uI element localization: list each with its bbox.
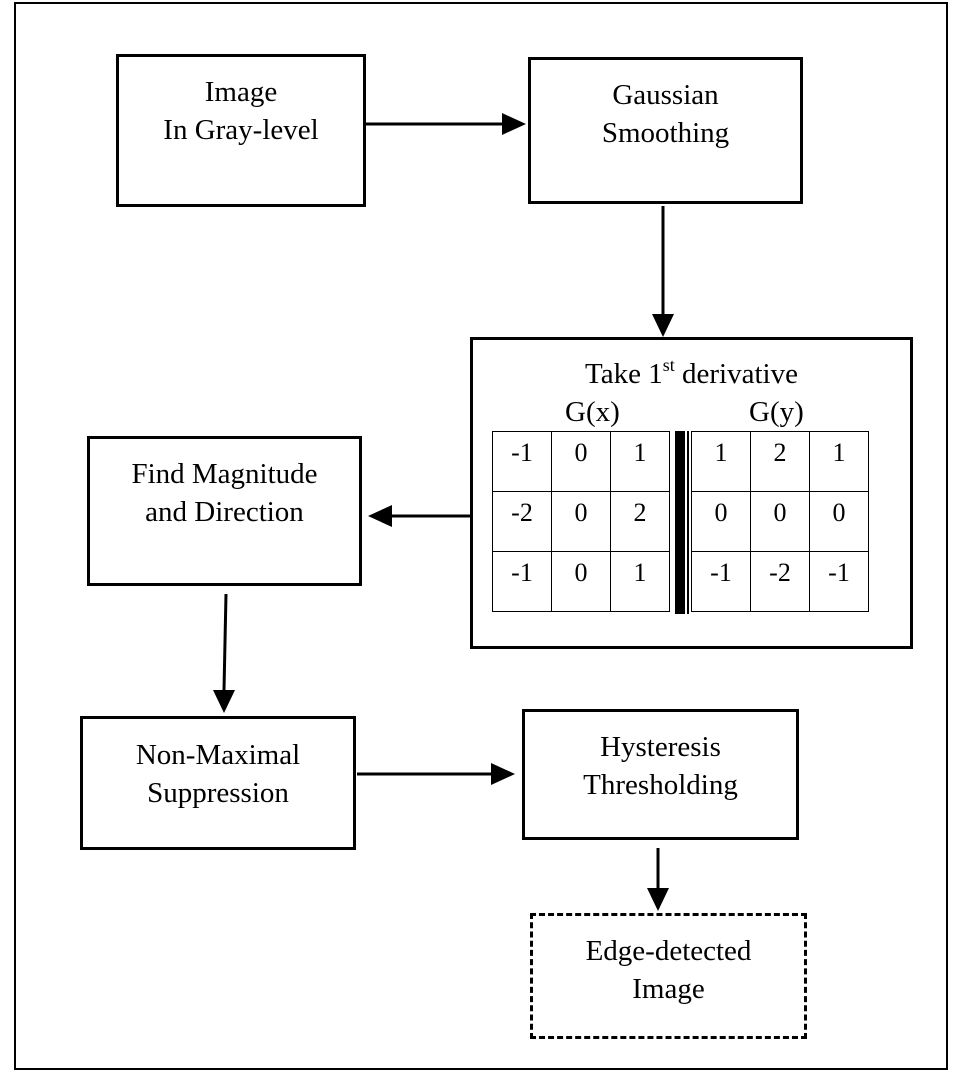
node-image-gray-level: Image In Gray-level [116, 54, 366, 207]
gy-cell: 1 [809, 431, 869, 492]
gy-cell: -1 [691, 551, 751, 612]
gy-cell: -1 [809, 551, 869, 612]
gx-cell: 0 [551, 491, 611, 552]
gy-cell: 0 [750, 491, 810, 552]
node-edge-line1: Edge-detected [585, 935, 752, 967]
gy-cell: 2 [750, 431, 810, 492]
arrow-hysteresis-to-edge [647, 848, 669, 911]
node-non-maximal-suppression: Non-Maximal Suppression [80, 716, 356, 850]
gx-cell: -1 [492, 431, 552, 492]
node-magnitude-line1: Find Magnitude [131, 458, 318, 490]
arrow-nonmax-to-hysteresis [357, 763, 515, 785]
gx-cell: 1 [610, 551, 670, 612]
node-image-line2: In Gray-level [163, 114, 319, 146]
gx-cell: 0 [551, 431, 611, 492]
gx-kernel-row: -1 0 1 [492, 551, 670, 612]
node-hysteresis-thresholding: Hysteresis Thresholding [522, 709, 799, 840]
gx-cell: -2 [492, 491, 552, 552]
node-hysteresis-line1: Hysteresis [600, 731, 721, 763]
kernel-separator-thick [675, 431, 685, 614]
gx-cell: 1 [610, 431, 670, 492]
gy-cell: -2 [750, 551, 810, 612]
derivative-title-superscript: st [662, 355, 675, 375]
kernel-separator-thin [687, 431, 689, 614]
gx-kernel: -1 0 1 -2 0 2 -1 0 1 [492, 431, 670, 612]
gy-cell: 1 [691, 431, 751, 492]
derivative-title-pre: Take 1 [585, 358, 663, 390]
derivative-title-post: derivative [674, 358, 798, 390]
node-first-derivative: Take 1st derivative G(x) G(y) -1 0 1 -2 … [470, 337, 913, 649]
node-edge-detected-image: Edge-detected Image [530, 913, 807, 1039]
gy-kernel-row: 0 0 0 [691, 491, 869, 552]
node-gaussian-line1: Gaussian [612, 79, 719, 111]
gy-kernel-row: -1 -2 -1 [691, 551, 869, 612]
node-magnitude-line2: and Direction [145, 496, 304, 528]
gx-label: G(x) [565, 396, 620, 428]
gy-kernel: 1 2 1 0 0 0 -1 -2 -1 [691, 431, 869, 612]
gy-cell: 0 [691, 491, 751, 552]
arrow-magnitude-to-nonmax [213, 593, 235, 713]
gx-cell: -1 [492, 551, 552, 612]
node-gaussian-smoothing: Gaussian Smoothing [528, 57, 803, 204]
gy-kernel-row: 1 2 1 [691, 431, 869, 492]
gy-cell: 0 [809, 491, 869, 552]
gx-kernel-row: -2 0 2 [492, 491, 670, 552]
node-edge-line2: Image [632, 973, 705, 1005]
gy-label: G(y) [749, 396, 804, 428]
node-magnitude-direction: Find Magnitude and Direction [87, 436, 362, 586]
derivative-title: Take 1st derivative [473, 356, 910, 392]
node-image-line1: Image [204, 76, 278, 108]
arrow-derivative-to-magnitude [368, 505, 470, 527]
gx-kernel-row: -1 0 1 [492, 431, 670, 492]
node-nonmax-line2: Suppression [147, 777, 289, 809]
node-nonmax-line1: Non-Maximal [135, 739, 301, 771]
gx-cell: 0 [551, 551, 611, 612]
arrow-gaussian-to-derivative [652, 206, 674, 337]
gx-cell: 2 [610, 491, 670, 552]
arrow-image-to-gaussian [366, 113, 526, 135]
node-hysteresis-line2: Thresholding [583, 769, 738, 801]
diagram-frame [14, 2, 948, 1070]
node-gaussian-line2: Smoothing [601, 117, 730, 149]
